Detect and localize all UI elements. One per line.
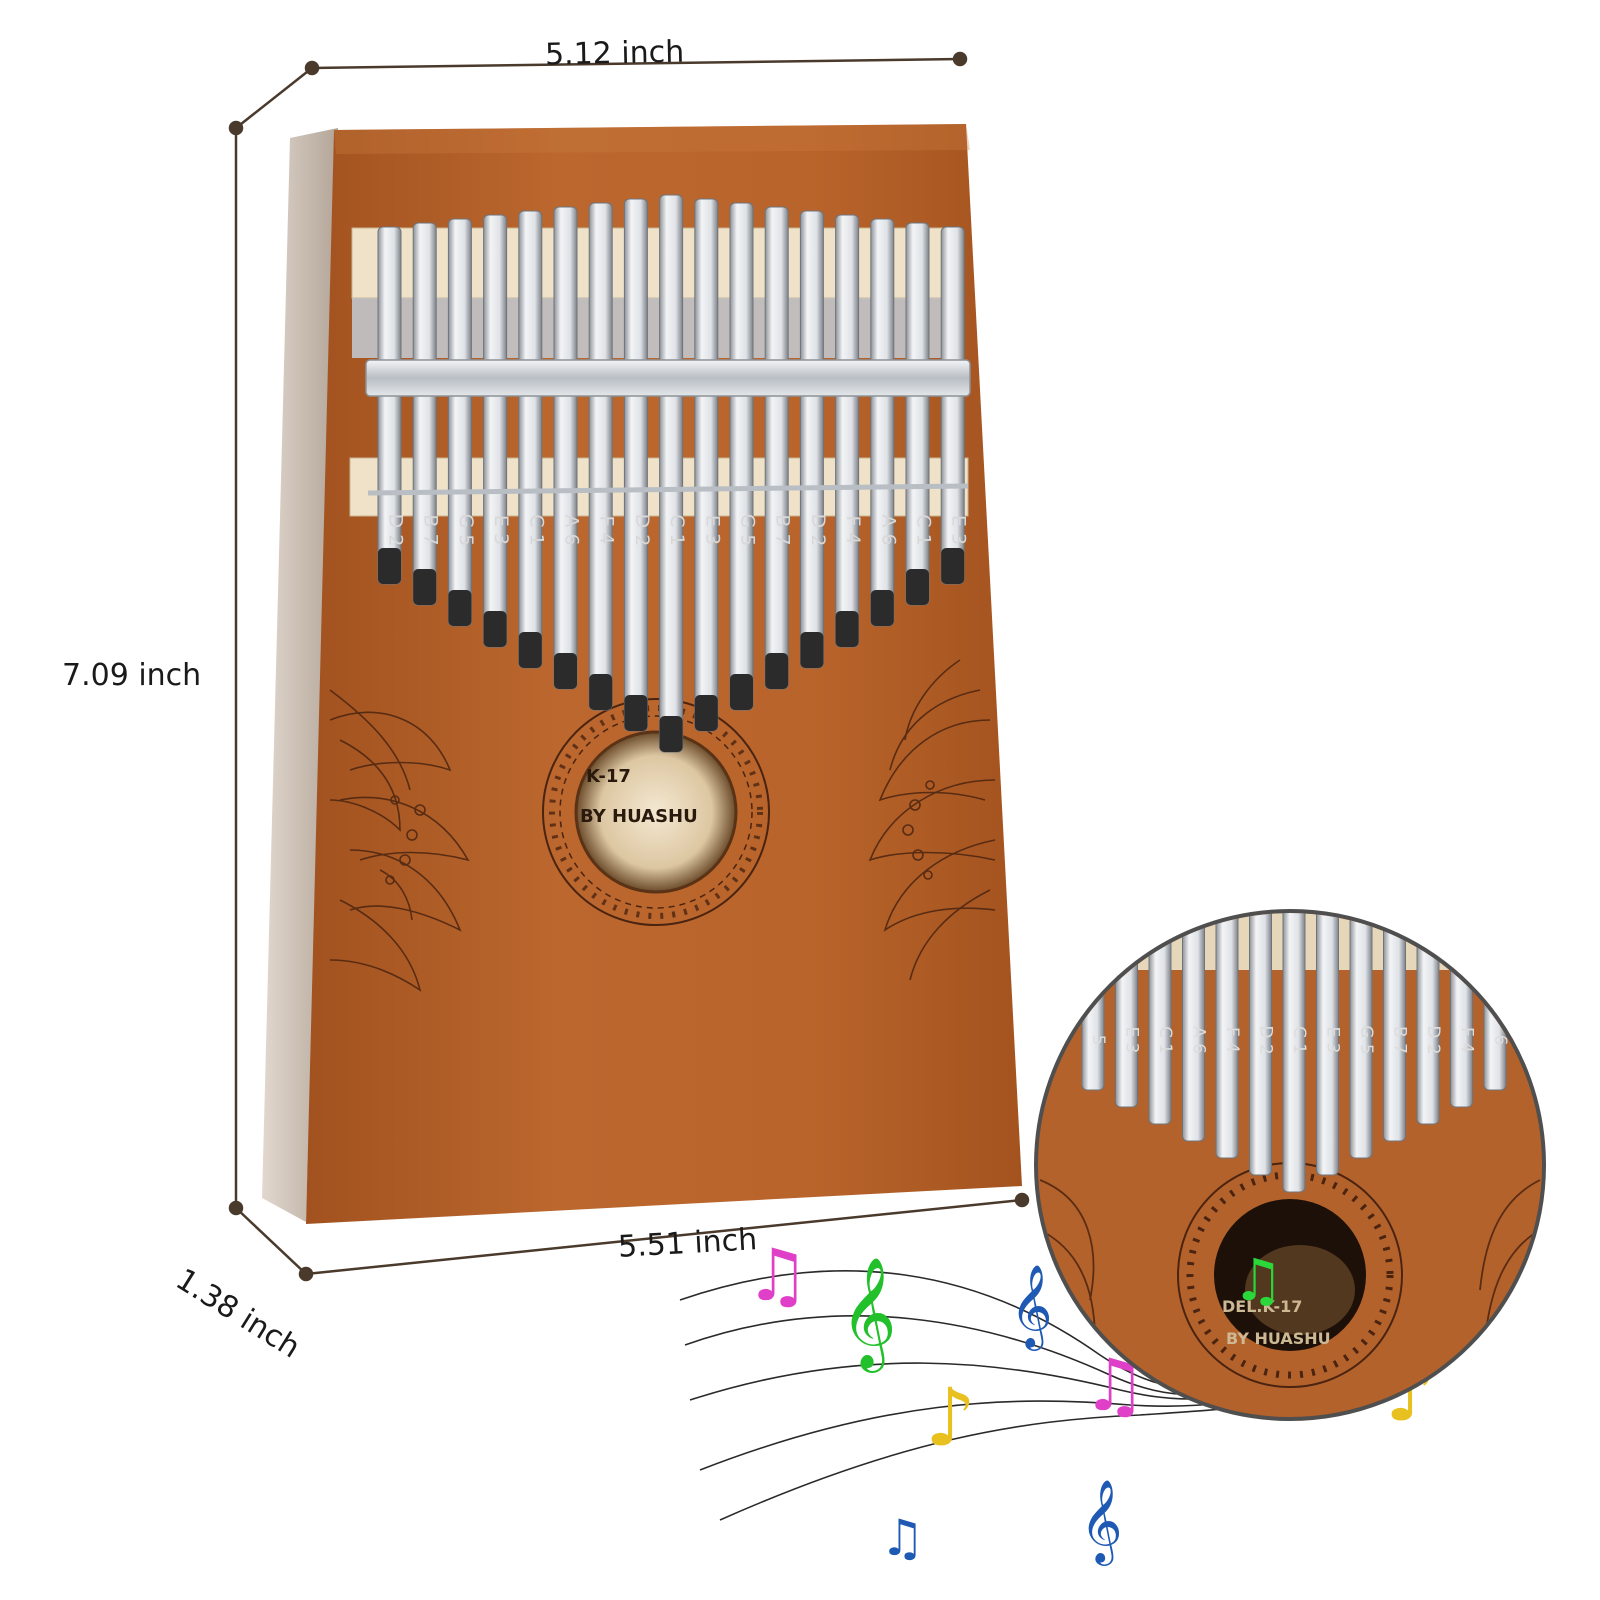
tine[interactable]: B 7 [764,206,794,690]
tine-note-label: C 1 [913,514,935,545]
treble-clef-icon: 𝄞 [1010,1263,1053,1351]
lotus-engraving-left [329,689,470,992]
zoom-tine: C 1 [1148,913,1175,1125]
zoom-tine: A 6 [1182,913,1209,1142]
zoom-brand-text: BY HUASHU [1226,1329,1331,1348]
zoom-tine: F 4 [1215,913,1242,1159]
lotus-engraving-right [868,659,996,981]
sound-hole: K-17 BY HUASHU [542,698,770,926]
zoom-tine: 6 [1483,913,1510,1091]
tine-note-label: D 2 [807,514,829,547]
zoom-tine: C 1 [1282,913,1309,1193]
tine[interactable]: F 4 [835,214,865,648]
eighth-note-icon: ♪ [925,1371,976,1464]
height-label: 7.09 inch [62,658,202,693]
tine-note-label: F 4 [842,515,864,544]
brand-text: BY HUASHU [580,806,698,827]
tine[interactable]: G 5 [729,202,759,711]
tine-note-label: G 5 [455,514,477,547]
zoom-tine: E 3 [1115,913,1142,1108]
tine-note-label: D 2 [631,514,653,547]
zoom-tine-note-label: D 2 [1256,1025,1276,1054]
tine[interactable]: D 2 [623,198,653,732]
zoom-tine-note-label: F 4 [1457,1027,1477,1053]
tine[interactable]: E 3 [483,214,512,648]
zoom-tine-note-label: C 1 [1155,1026,1175,1054]
treble-clef-icon: 𝄞 [840,1256,897,1373]
tine-note-label: E 3 [948,515,970,545]
tine-note-label: C 1 [666,514,688,545]
tine[interactable]: A 6 [553,206,583,690]
zoom-tine-note-label: B 7 [1390,1026,1410,1054]
tine-note-label: G 5 [737,514,759,547]
zoom-model-text: DEL.K-17 [1222,1297,1302,1316]
glowing-note-icon: ♫ [1232,1246,1284,1314]
dimension-lines [228,51,1030,1282]
tines-group: D 2 B 7 G 5 E 3 C 1 A 6 F 4 D 2 C 1 E 3 G 5 B 7 D 2 F… [377,194,970,753]
tine-note-label: B 7 [420,514,442,545]
zoom-detail: DEL.K-17 BY HUASHU ♫ 5 E 3 C 1 A 6 F 4 D 2 C 1… [1034,909,1546,1421]
eighth-notes-icon: ♫ [880,1509,925,1567]
tine[interactable]: C 1 [905,222,935,606]
zoom-tine: D 2 [1249,913,1276,1176]
zoom-tine-note-label: E 3 [1323,1027,1343,1054]
tine-note-label: C 1 [525,514,547,545]
kalimba-side-panel [262,128,338,1222]
treble-clef-icon: 𝄞 [1080,1478,1123,1566]
tine-note-label: B 7 [772,514,794,545]
zoom-tine-note-label: 5 [1088,1035,1108,1046]
zoom-tine: G 5 [1349,913,1376,1159]
zoom-tine: E 3 [1316,913,1343,1176]
tine-note-label: A 6 [561,514,583,545]
tine[interactable]: D 2 [799,210,829,669]
upper-bridge [351,227,961,299]
tine-note-label: D 2 [385,514,407,547]
tine[interactable]: A 6 [870,218,900,627]
tine[interactable]: G 5 [447,218,477,627]
zoom-tine-note-label: E 3 [1122,1027,1142,1054]
tine[interactable]: C 1 [659,194,689,753]
tine-note-label: A 6 [877,514,899,545]
tine-note-label: E 3 [490,515,512,545]
zoom-tine-note-label: A 6 [1189,1026,1209,1054]
tine[interactable]: E 3 [694,198,724,732]
zoom-tine: 5 [1081,913,1108,1091]
retaining-bar [365,359,971,397]
zoom-tine-note-label: 6 [1490,1035,1510,1046]
zoom-tine: F 4 [1450,913,1477,1108]
tine[interactable]: F 4 [588,202,618,711]
tine-note-label: E 3 [701,515,723,545]
zoom-tine-note-label: F 4 [1222,1027,1242,1053]
tine[interactable]: B 7 [412,222,442,606]
zoom-tine: B 7 [1383,913,1410,1142]
kalimba: K-17 BY HUASHU D 2 B 7 G 5 E 3 C 1 A 6 F 4 D 2 C… [262,124,1022,1224]
eighth-notes-icon: ♫ [745,1233,810,1317]
music-notes: ♫ 𝄞 𝄞 ♫ ♪ ♫ 𝄞 ♪ [745,1233,1436,1567]
zoom-tine-note-label: C 1 [1289,1026,1309,1054]
zoom-tine-note-label: D 2 [1423,1025,1443,1054]
tine[interactable]: C 1 [518,210,548,669]
zoom-tine: D 2 [1416,913,1443,1125]
zoom-tine-note-label: G 5 [1356,1025,1376,1054]
top-width-label: 5.12 inch [544,34,685,73]
model-text: K-17 [586,766,631,787]
tine[interactable]: E 3 [940,226,970,585]
tine-note-label: F 4 [596,515,618,544]
